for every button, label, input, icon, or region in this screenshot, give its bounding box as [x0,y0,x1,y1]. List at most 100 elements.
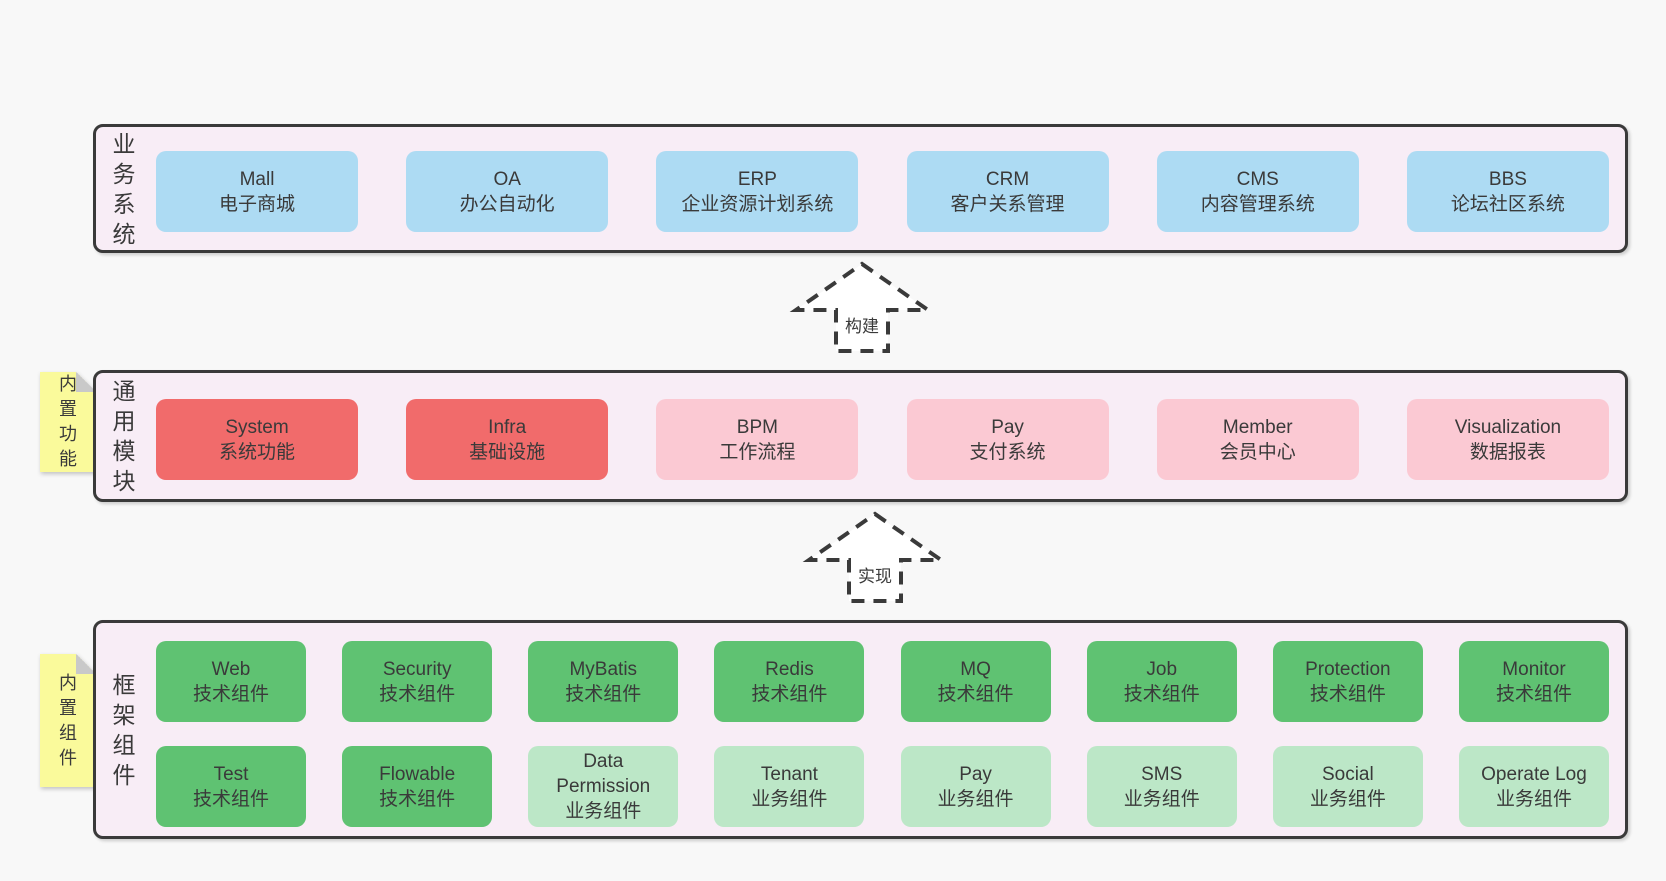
box-desc: 基础设施 [469,441,546,463]
box-bpm: BPM 工作流程 [656,399,859,480]
box-desc: 数据报表 [1469,441,1546,463]
box-desc: 客户关系管理 [950,193,1065,215]
box-name: Infra [488,416,527,438]
section-label-modules: 通用模块 [108,373,140,499]
section-label-components: 框架组件 [108,623,140,836]
box-name: Tenant [760,763,818,785]
box-desc: 技术组件 [1495,683,1572,705]
box-infra: Infra 基础设施 [406,399,609,480]
box-name: Social [1321,763,1374,785]
sticky-label: 内置功能 [40,372,96,472]
box-name: Test [213,763,249,785]
box-desc: 工作流程 [719,441,796,463]
box-desc: 支付系统 [969,441,1046,463]
box-mq: MQ 技术组件 [900,641,1051,722]
box-name: System [225,416,289,438]
sticky-note-builtin-functions: 内置功能 [40,372,96,472]
box-bbs: BBS 论坛社区系统 [1406,151,1609,232]
box-desc: 办公自动化 [459,193,555,215]
box-name: Flowable [379,763,456,785]
implement-arrow: 实现 [800,510,950,605]
box-name: Data Permission [556,751,651,797]
box-desc: 业务组件 [1309,788,1386,810]
box-name: Monitor [1502,658,1566,680]
box-mybatis: MyBatis 技术组件 [528,641,679,722]
box-name: BPM [736,416,778,438]
implement-arrow-label: 实现 [855,560,895,589]
box-mall: Mall 电子商城 [156,151,358,232]
section-label-business: 业务系统 [108,127,140,250]
box-name: Protection [1305,658,1391,680]
box-desc: 技术组件 [937,683,1014,705]
box-desc: 技术组件 [192,683,269,705]
sticky-paper [40,654,96,787]
modules-boxes-row: System 系统功能 Infra 基础设施 BPM 工作流程 Pay 支付系统 Member 会… [156,399,1609,480]
box-desc: 业务组件 [565,801,642,822]
box-name: Web [211,658,251,680]
box-name: Redis [765,658,814,680]
box-desc: 技术组件 [379,788,456,810]
sticky-label-text: 内置功能 [59,374,77,469]
box-desc: 业务组件 [1495,788,1572,810]
box-protection: Protection 技术组件 [1272,641,1423,722]
section-label-text: 通用模块 [112,378,136,494]
box-system: System 系统功能 [156,399,358,480]
box-name: Mall [239,168,275,190]
box-desc: 电子商城 [218,193,295,215]
section-label-text: 框架组件 [112,671,136,788]
up-arrow-icon [802,511,948,603]
box-monitor: Monitor 技术组件 [1458,641,1609,722]
box-sms: SMS 业务组件 [1086,746,1237,827]
box-desc: 业务组件 [751,788,828,810]
box-name: MyBatis [569,658,638,680]
box-desc: 技术组件 [379,683,456,705]
box-name: SMS [1141,763,1183,785]
box-data-permission: Data Permission 业务组件 [528,746,679,827]
box-erp: ERP 企业资源计划系统 [656,151,859,232]
box-desc: 技术组件 [1309,683,1386,705]
build-arrow: 构建 [787,260,937,355]
box-name: Operate Log [1481,763,1587,785]
box-desc: 技术组件 [1123,683,1200,705]
box-name: MQ [960,658,991,680]
box-desc: 会员中心 [1219,441,1296,463]
box-desc: 系统功能 [218,441,295,463]
box-name: Job [1146,658,1178,680]
box-name: Member [1222,416,1293,438]
box-tenant: Tenant 业务组件 [714,746,865,827]
box-desc: 内容管理系统 [1200,193,1315,215]
sticky-fold-corner [76,654,96,674]
box-name: ERP [737,168,777,190]
box-visualization: Visualization 数据报表 [1406,399,1609,480]
section-common-modules: 通用模块 System 系统功能 Infra 基础设施 BPM 工作流程 Pay 支付系统 Me… [93,370,1628,502]
sticky-label: 内置组件 [40,654,96,787]
sticky-label-text: 内置组件 [59,672,77,768]
box-redis: Redis 技术组件 [714,641,865,722]
box-operate-log: Operate Log 业务组件 [1458,746,1609,827]
box-desc: 业务组件 [1123,788,1200,810]
box-name: Visualization [1454,416,1562,438]
up-arrow-icon [789,261,935,353]
box-desc: 企业资源计划系统 [681,193,834,215]
box-web: Web 技术组件 [156,641,306,722]
sticky-fold-corner [76,372,96,392]
box-desc: 技术组件 [751,683,828,705]
box-member: Member 会员中心 [1156,399,1359,480]
box-name: Pay [991,416,1024,438]
box-desc: 论坛社区系统 [1450,193,1565,215]
box-name: CRM [985,168,1030,190]
box-flowable: Flowable 技术组件 [342,746,493,827]
box-name: BBS [1488,168,1527,190]
box-job: Job 技术组件 [1086,641,1237,722]
box-crm: CRM 客户关系管理 [906,151,1109,232]
box-desc: 技术组件 [565,683,642,705]
